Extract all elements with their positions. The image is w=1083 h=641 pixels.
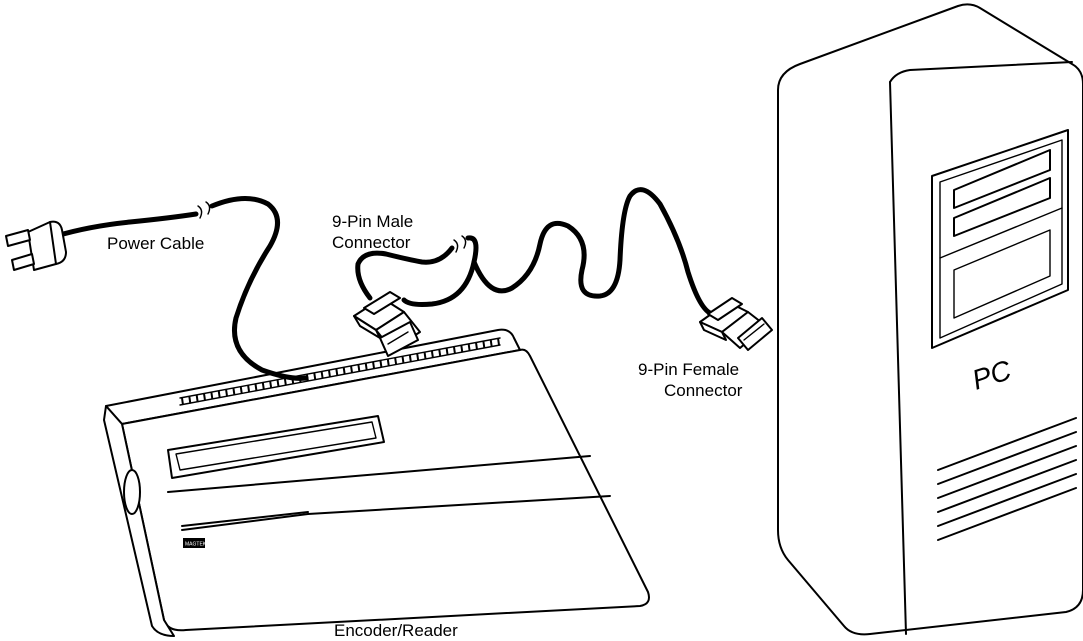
- vent-tick: [364, 362, 368, 371]
- pc-drive-bay-1: [953, 149, 1051, 209]
- power-cable-wire-2: [209, 196, 309, 381]
- female-connector: [699, 297, 773, 351]
- vent-tick: [474, 342, 478, 350]
- vent-tick: [247, 385, 251, 393]
- power-cable: Power Cable: [5, 196, 309, 381]
- vent-tick: [482, 340, 486, 348]
- vent-tick: [320, 371, 324, 379]
- vent-tick: [401, 355, 405, 364]
- power-plug: [5, 220, 67, 271]
- vent-tick: [350, 365, 354, 374]
- female-connector-label-line2: Connector: [664, 381, 743, 400]
- serial-cable-wire-3: [471, 187, 715, 317]
- serial-cable-wire-1: [355, 245, 455, 301]
- pc-tower: PC: [777, 3, 1083, 636]
- pc-drive-bay-2: [953, 177, 1051, 237]
- vent-tick: [416, 353, 420, 361]
- vent-tick: [357, 364, 361, 372]
- female-connector-label-line1: 9-Pin Female: [638, 360, 739, 379]
- vent-tick: [276, 379, 280, 388]
- vent-tick: [269, 381, 273, 389]
- brand-badge-text: MAGTEK: [185, 542, 207, 548]
- encoder-reader-device: MAGTEK: [103, 328, 650, 637]
- vent-tick: [372, 361, 376, 369]
- vent-tick: [195, 395, 199, 403]
- pc-front-face-edge: [889, 61, 1073, 83]
- encoder-front-face: [121, 348, 650, 632]
- vent-tick: [423, 351, 427, 360]
- vent-tick: [335, 368, 339, 376]
- vent-tick: [438, 349, 442, 357]
- vent-tick: [327, 369, 331, 378]
- encoder-reader-label: Encoder/Reader: [334, 621, 458, 640]
- serial-cable: 9-Pin Male Connector 9-Pin Female Connec…: [332, 187, 773, 400]
- vent-tick: [408, 354, 412, 362]
- serial-cable-break: [453, 239, 459, 253]
- vent-tick: [283, 378, 287, 386]
- encoder-card-guide: [181, 511, 309, 527]
- vent-tick: [313, 372, 317, 381]
- vent-tick: [467, 343, 471, 351]
- vent-tick: [394, 357, 398, 365]
- pc-front-left-edge: [889, 81, 907, 635]
- vent-tick: [239, 386, 243, 394]
- vent-tick: [452, 346, 456, 354]
- power-cable-label: Power Cable: [107, 234, 204, 253]
- male-connector-label-line1: 9-Pin Male: [332, 212, 413, 231]
- encoder-left-side: [103, 405, 175, 637]
- vent-tick: [430, 350, 434, 358]
- vent-tick: [232, 388, 236, 396]
- serial-cable-wire-2: [401, 235, 479, 307]
- vent-tick: [210, 392, 214, 400]
- pc-bay-inner: [939, 139, 1063, 339]
- encoder-side-port: [123, 469, 141, 515]
- vent-tick: [261, 382, 265, 390]
- encoder-card-slot: [167, 455, 591, 493]
- power-cable-wire: [53, 211, 199, 239]
- pc-bay-divider: [939, 207, 1063, 259]
- vent-tick: [181, 397, 184, 406]
- vent-tick: [203, 393, 207, 401]
- vent-tick: [342, 367, 346, 375]
- vent-tick: [379, 360, 383, 368]
- brand-badge: [183, 538, 205, 548]
- vent-tick: [188, 396, 192, 404]
- vent-tick: [460, 344, 464, 353]
- vent-tick: [386, 358, 390, 367]
- vent-tick: [489, 339, 493, 347]
- encoder-top-vents: [179, 337, 501, 406]
- male-connector-label-line2: Connector: [332, 233, 411, 252]
- pc-vents: [937, 417, 1077, 541]
- vent-tick: [217, 390, 221, 399]
- male-connector: [353, 291, 421, 357]
- power-cable-break: [197, 205, 203, 219]
- pc-lower-bay-inner: [953, 229, 1051, 319]
- pc-tower-outline: [777, 3, 1083, 636]
- pc-bay-panel: [931, 129, 1069, 349]
- vent-tick: [445, 347, 449, 355]
- vent-tick: [254, 383, 258, 392]
- vent-tick: [225, 389, 229, 397]
- vent-tick: [497, 337, 500, 346]
